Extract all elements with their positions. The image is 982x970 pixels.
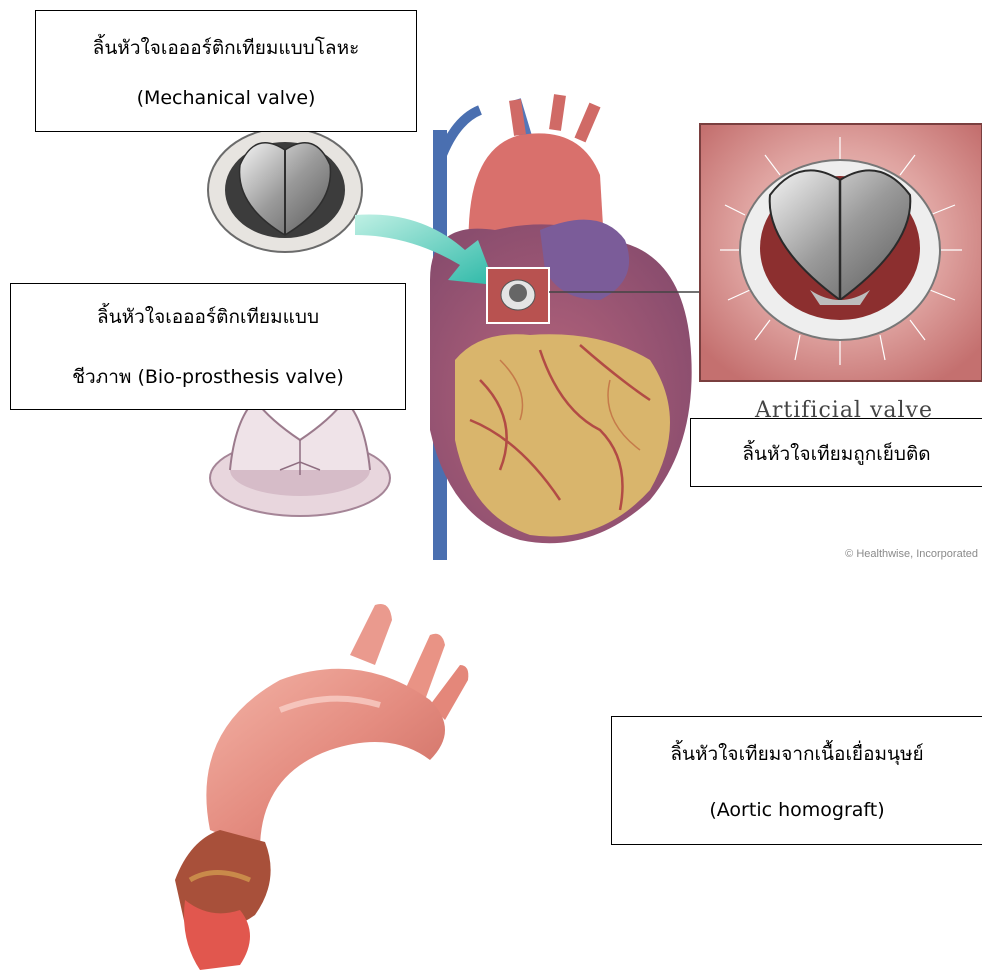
bio-valve-label-thai: ลิ้นหัวใจเอออร์ติกเทียมแบบ [11, 302, 405, 332]
homograft-label-english: (Aortic homograft) [612, 799, 982, 821]
image-credit: © Healthwise, Incorporated [845, 548, 978, 560]
artificial-valve-inset [700, 124, 982, 381]
aortic-homograft-image [130, 580, 530, 970]
bio-prosthesis-valve-image [210, 400, 390, 516]
sewn-valve-label: ลิ้นหัวใจเทียมถูกเย็บติด [690, 418, 982, 487]
bio-valve-label: ลิ้นหัวใจเอออร์ติกเทียมแบบ ชีวภาพ (Bio-p… [10, 283, 406, 410]
bio-valve-label-english: ชีวภาพ (Bio-prosthesis valve) [11, 362, 405, 392]
homograft-label-thai: ลิ้นหัวใจเทียมจากเนื้อเยื่อมนุษย์ [612, 739, 982, 769]
mechanical-valve-label-english: (Mechanical valve) [36, 87, 416, 109]
mechanical-valve-label-thai: ลิ้นหัวใจเอออร์ติกเทียมแบบโลหะ [36, 33, 416, 63]
sewn-valve-label-text: ลิ้นหัวใจเทียมถูกเย็บติด [691, 439, 982, 469]
mechanical-valve-label: ลิ้นหัวใจเอออร์ติกเทียมแบบโลหะ (Mechanic… [35, 10, 417, 132]
mechanical-valve-image [208, 128, 362, 252]
homograft-label: ลิ้นหัวใจเทียมจากเนื้อเยื่อมนุษย์ (Aorti… [611, 716, 982, 845]
